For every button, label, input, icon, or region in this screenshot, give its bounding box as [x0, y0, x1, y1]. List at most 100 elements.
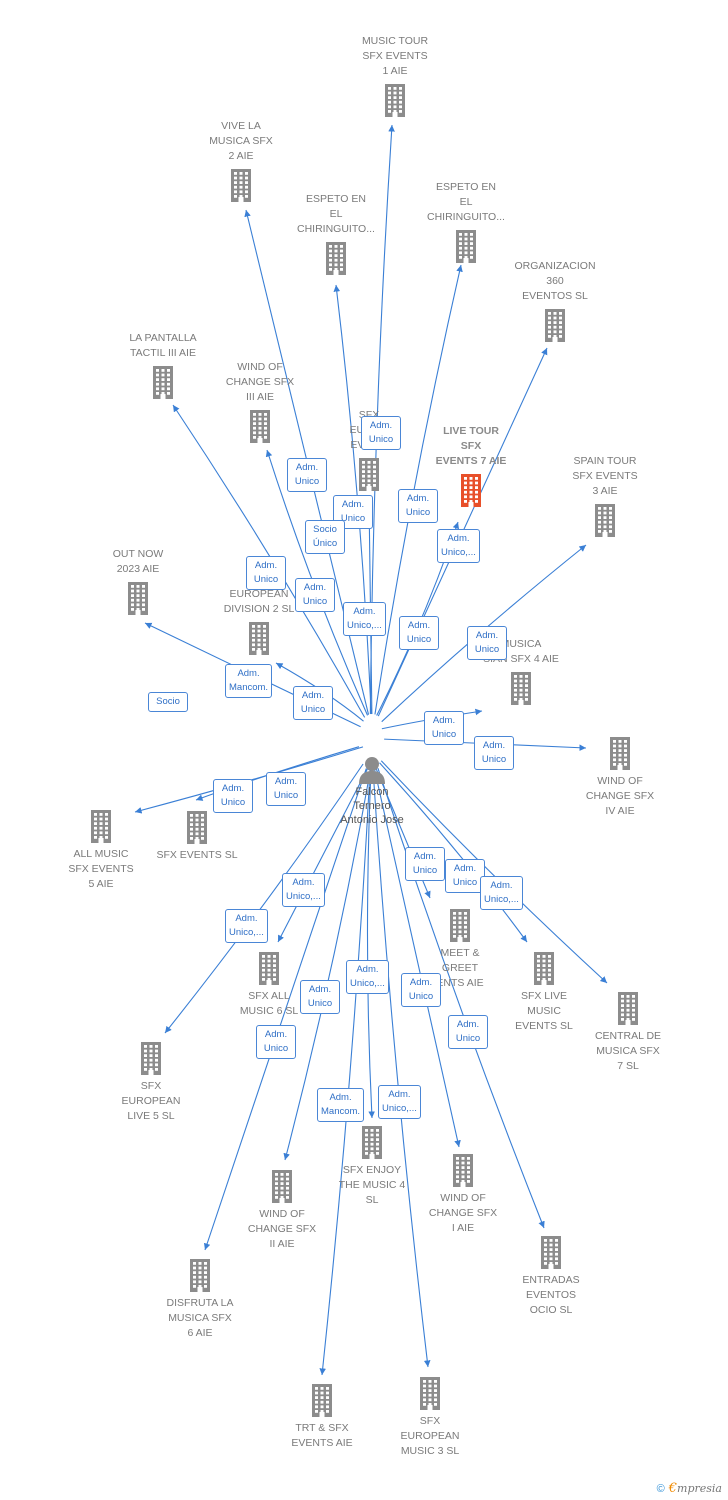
role-badge[interactable]: Adm.Mancom. [317, 1088, 365, 1122]
role-badge-line: Unico [474, 644, 500, 655]
role-badge-line: Unico,... [286, 891, 321, 902]
role-badge[interactable]: Adm.Unico [467, 626, 507, 660]
role-badge[interactable]: Adm.Unico,... [378, 1085, 421, 1119]
role-badge[interactable]: Adm.Unico [399, 616, 439, 650]
company-label-line: WIND OF [597, 775, 643, 787]
role-badge[interactable]: Adm.Unico [293, 686, 333, 720]
edge-to-sfx-live-music [379, 762, 528, 943]
role-badge-line: Unico,... [441, 547, 476, 558]
role-badge[interactable]: Adm.Unico [474, 736, 514, 770]
role-badge-line: Mancom. [229, 682, 269, 693]
role-badge[interactable]: Adm.Unico,... [346, 960, 389, 994]
brand-initial: € [668, 1481, 678, 1496]
company-label-line: VIVE LA [221, 120, 261, 132]
role-badge[interactable]: Adm.Unico [246, 556, 286, 590]
role-badge[interactable]: Adm.Unico [398, 489, 438, 523]
role-badge[interactable]: Adm.Unico,... [343, 602, 386, 636]
role-badge-line: Adm. [490, 880, 513, 891]
role-badge[interactable]: Adm.Unico [448, 1015, 488, 1049]
edge-to-trt-sfx [319, 769, 371, 1376]
role-badge[interactable]: Socio [148, 692, 188, 712]
company-label-line: 3 AIE [592, 485, 618, 497]
role-badge[interactable]: Adm. Unico [300, 980, 340, 1014]
role-badge-line: Adm. [237, 668, 260, 679]
company-label-line: CHIRINGUITO... [427, 211, 505, 223]
role-badge-line: Unico,... [382, 1103, 417, 1114]
role-badge-line: Unico [340, 513, 366, 524]
role-badge[interactable]: Adm. Unico,... [282, 873, 325, 907]
company-label-line: CHANGE SFX [247, 1223, 317, 1235]
company-label-line: MUSIC 3 SL [400, 1445, 460, 1457]
role-badge-line: Adm. [292, 877, 315, 888]
company-label-line: EUROPEAN [229, 588, 289, 600]
role-badge-line: Unico [307, 998, 333, 1009]
role-badge[interactable]: Adm.Unico [213, 779, 253, 813]
role-badge-line: Adm. [413, 851, 437, 862]
role-badge[interactable]: Adm.Unico [424, 711, 464, 745]
role-badge[interactable]: Adm.Unico [445, 859, 485, 893]
role-badge-line: Unico,... [229, 927, 264, 938]
building-icon [461, 474, 481, 507]
center-label-line: Falcon [355, 786, 389, 798]
role-badge[interactable]: Adm.Unico,... [480, 876, 523, 910]
role-badge[interactable]: Adm.Unico [405, 847, 445, 881]
role-badge[interactable]: Adm.Unico [266, 772, 306, 806]
role-badge[interactable]: Adm.Unico [287, 458, 327, 492]
role-badge[interactable]: Adm.Unico [295, 578, 335, 612]
role-badge[interactable]: Adm. Unico,... [437, 529, 480, 563]
company-label-line: ESPETO EN [436, 181, 496, 193]
role-badge-line: Adm. [447, 533, 470, 544]
company-label-line: EUROPEAN [121, 1095, 181, 1107]
building-icon [272, 1170, 292, 1203]
role-badge[interactable]: Adm.Unico [361, 416, 401, 450]
role-badge[interactable]: Adm.Unico [401, 973, 441, 1007]
company-label-line: CHANGE SFX [225, 376, 295, 388]
company-label-line: 1 AIE [382, 65, 408, 77]
company-label-line: EVENTOS SL [522, 290, 588, 302]
role-badge-line: Adm. [235, 913, 258, 924]
role-badge-line: Adm. [432, 715, 456, 726]
role-badge[interactable]: Adm. Mancom. [225, 664, 273, 698]
company-label-line: EVENTS SL [515, 1020, 573, 1032]
role-badge[interactable]: Adm. Unico,... [225, 909, 268, 943]
company-node-sfx-events-sl[interactable]: SFX EVENTS SL [142, 810, 252, 863]
role-badge[interactable]: Adm.Unico [256, 1025, 296, 1059]
building-icon [359, 458, 379, 491]
company-label-line: MEET & [440, 947, 480, 959]
company-label-line: SFX ALL [248, 990, 290, 1002]
role-badge-line: Adm. [308, 984, 332, 995]
role-badge-line: Adm. [453, 863, 477, 874]
